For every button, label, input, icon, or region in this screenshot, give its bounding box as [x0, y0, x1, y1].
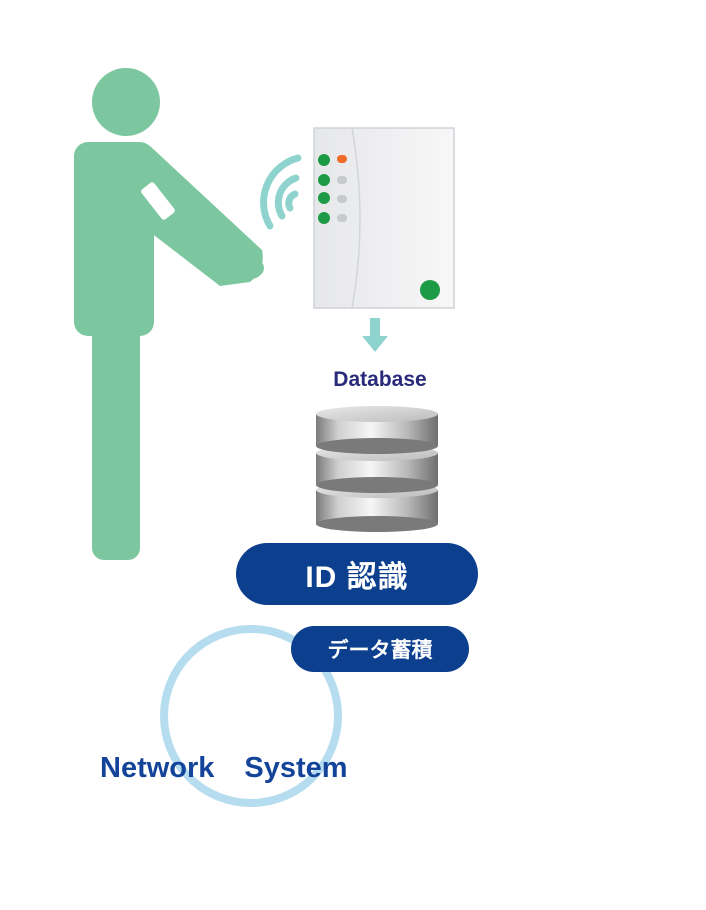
database-label: Database — [333, 368, 427, 391]
database-icon — [316, 406, 438, 532]
person-icon — [74, 68, 264, 560]
reader-device-icon — [313, 127, 455, 309]
id-recognition-badge: ID 認識 — [236, 543, 478, 605]
network-system-label: Network System — [100, 752, 348, 785]
network-ring-icon — [160, 625, 342, 807]
data-storage-badge: データ蓄積 — [291, 626, 469, 672]
wireless-signal-icon — [260, 154, 302, 230]
network-word: Network — [100, 752, 215, 784]
data-storage-label: データ蓄積 — [327, 639, 433, 662]
system-word: System — [244, 752, 348, 784]
armband-icon — [141, 182, 175, 220]
id-recognition-label: ID 認識 — [305, 561, 409, 594]
down-arrow-icon — [362, 318, 388, 352]
